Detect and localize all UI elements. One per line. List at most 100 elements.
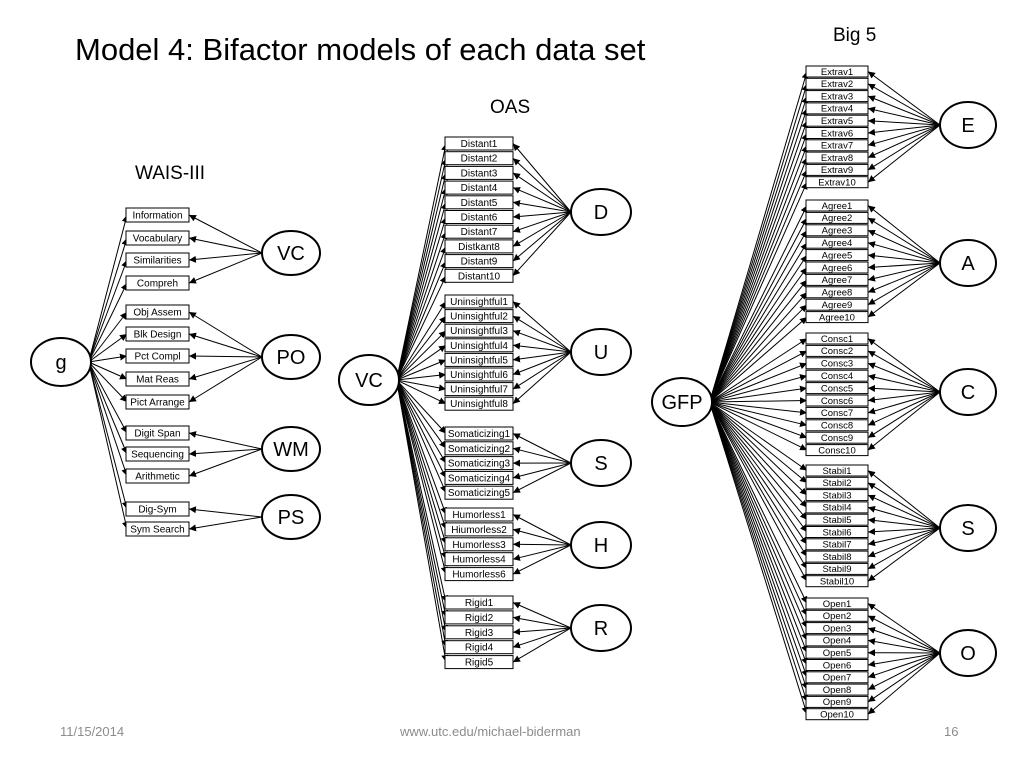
big5-factor-arrow bbox=[867, 527, 941, 558]
oas-general-arrow bbox=[396, 301, 447, 381]
oas-item-box-label: Distant2 bbox=[461, 154, 498, 165]
oas-general-arrow bbox=[396, 315, 447, 381]
big5-item-box-label: Stabil5 bbox=[822, 515, 851, 526]
big5-factor-arrow bbox=[867, 124, 941, 183]
big5-item-box-label: Open8 bbox=[823, 685, 852, 696]
big5-item-box-label: Consc8 bbox=[821, 421, 853, 432]
oas-item-box-label: Uninsightful3 bbox=[450, 326, 508, 337]
big5-general-arrow bbox=[709, 401, 808, 416]
oas-item-box bbox=[444, 338, 514, 353]
big5-item-box-label: Open4 bbox=[823, 636, 852, 647]
oas-general-arrow bbox=[396, 172, 448, 381]
wais-general-arrow bbox=[88, 237, 129, 363]
big5-factor-node-label: O bbox=[960, 643, 976, 665]
big5-item-box bbox=[805, 224, 869, 237]
oas-factor-arrow bbox=[512, 187, 572, 213]
big5-item-box-label: Extrav6 bbox=[821, 128, 853, 139]
oas-factor-arrow bbox=[512, 462, 572, 494]
wais-general-arrow bbox=[88, 361, 128, 434]
big5-factor-arrow bbox=[867, 384, 941, 393]
big5-item-box bbox=[805, 394, 869, 407]
wais-item-box bbox=[125, 304, 190, 320]
big5-item-box-label: Agree4 bbox=[822, 238, 853, 249]
wais-factor-arrow bbox=[188, 311, 263, 358]
big5-factor-arrow bbox=[867, 652, 941, 691]
wais-factor-node bbox=[261, 426, 321, 472]
oas-item-box-label: Uninsightful7 bbox=[450, 385, 508, 396]
oas-item-box bbox=[444, 136, 514, 151]
big5-item-box-label: Agree9 bbox=[822, 300, 853, 311]
oas-general-arrow bbox=[396, 379, 447, 449]
oas-item-box-label: Uninsightful5 bbox=[450, 355, 508, 366]
big5-item-box bbox=[805, 406, 869, 419]
oas-item-box-label: Somaticizing1 bbox=[448, 429, 511, 440]
oas-item-box bbox=[444, 151, 514, 166]
oas-factor-node bbox=[570, 439, 632, 487]
oas-factor-arrow bbox=[512, 351, 572, 405]
big5-factor-arrow bbox=[867, 527, 941, 547]
wais-general-arrow bbox=[88, 214, 129, 363]
big5-general-arrow bbox=[709, 401, 808, 641]
oas-factor-arrow bbox=[512, 351, 572, 390]
big5-general-arrow bbox=[709, 120, 809, 403]
oas-factor-node-label: H bbox=[594, 535, 608, 557]
big5-general-arrow bbox=[709, 132, 808, 403]
big5-factor-arrow bbox=[867, 527, 941, 536]
big5-factor-arrow bbox=[867, 391, 941, 439]
big5-item-box-label: Stabil9 bbox=[822, 564, 851, 575]
wais-factor-arrow bbox=[188, 356, 263, 381]
oas-item-box-label: Somaticizing2 bbox=[448, 444, 511, 455]
wais-item-box bbox=[125, 207, 190, 223]
wais-factor-arrow bbox=[188, 332, 263, 358]
big5-factor-arrow bbox=[867, 603, 941, 654]
big5-item-box-label: Stabil2 bbox=[822, 478, 851, 489]
oas-item-box-label: Hiumorless2 bbox=[451, 525, 507, 536]
oas-general-arrow bbox=[396, 379, 448, 575]
wais-general-node-label: g bbox=[55, 352, 66, 374]
big5-factor-arrow bbox=[867, 217, 941, 264]
big5-general-arrow bbox=[709, 401, 808, 451]
oas-general-arrow bbox=[396, 379, 448, 560]
oas-general-arrow bbox=[396, 202, 448, 381]
big5-factor-node bbox=[939, 101, 997, 149]
oas-item-box bbox=[444, 309, 514, 324]
oas-item-box bbox=[444, 655, 514, 670]
big5-general-arrow bbox=[709, 169, 808, 403]
big5-general-arrow bbox=[709, 95, 809, 403]
wais-item-box bbox=[125, 501, 190, 517]
big5-item-box-label: Agree7 bbox=[822, 275, 853, 286]
big5-general-arrow bbox=[709, 291, 808, 403]
wais-general-arrow bbox=[88, 361, 129, 477]
big5-factor-arrow bbox=[867, 71, 941, 126]
oas-factor-arrow bbox=[512, 544, 572, 575]
oas-item-box bbox=[444, 426, 514, 441]
big5-item-box-label: Extrav4 bbox=[821, 104, 853, 115]
big5-factor-arrow bbox=[867, 362, 941, 393]
big5-item-box bbox=[805, 683, 869, 696]
oas-factor-arrow bbox=[512, 351, 572, 376]
big5-item-box bbox=[805, 65, 869, 78]
oas-item-box bbox=[444, 456, 514, 471]
big5-item-box bbox=[805, 236, 869, 249]
oas-factor-node bbox=[570, 521, 632, 569]
big5-general-arrow bbox=[709, 401, 809, 690]
big5-factor-arrow bbox=[867, 106, 941, 126]
oas-item-box bbox=[444, 268, 514, 283]
big5-factor-node bbox=[939, 504, 997, 552]
big5-item-box-label: Stabil10 bbox=[820, 577, 854, 588]
oas-item-box bbox=[444, 180, 514, 195]
oas-item-box-label: Somaticizing4 bbox=[448, 473, 511, 484]
wais-factor-arrow bbox=[188, 252, 263, 284]
oas-factor-node-label: U bbox=[594, 342, 608, 364]
oas-factor-arrow bbox=[512, 200, 572, 213]
big5-item-box-label: Agree3 bbox=[822, 226, 853, 237]
wais-general-arrow bbox=[88, 353, 128, 363]
big5-item-box bbox=[805, 550, 869, 563]
oas-general-arrow bbox=[396, 344, 447, 381]
oas-item-box bbox=[444, 367, 514, 382]
wais-factor-arrow bbox=[188, 214, 263, 254]
oas-item-box-label: Rigid5 bbox=[465, 658, 494, 669]
big5-factor-arrow bbox=[867, 350, 941, 393]
wais-factor-node-label: WM bbox=[273, 439, 309, 461]
oas-factor-arrow bbox=[512, 615, 572, 629]
